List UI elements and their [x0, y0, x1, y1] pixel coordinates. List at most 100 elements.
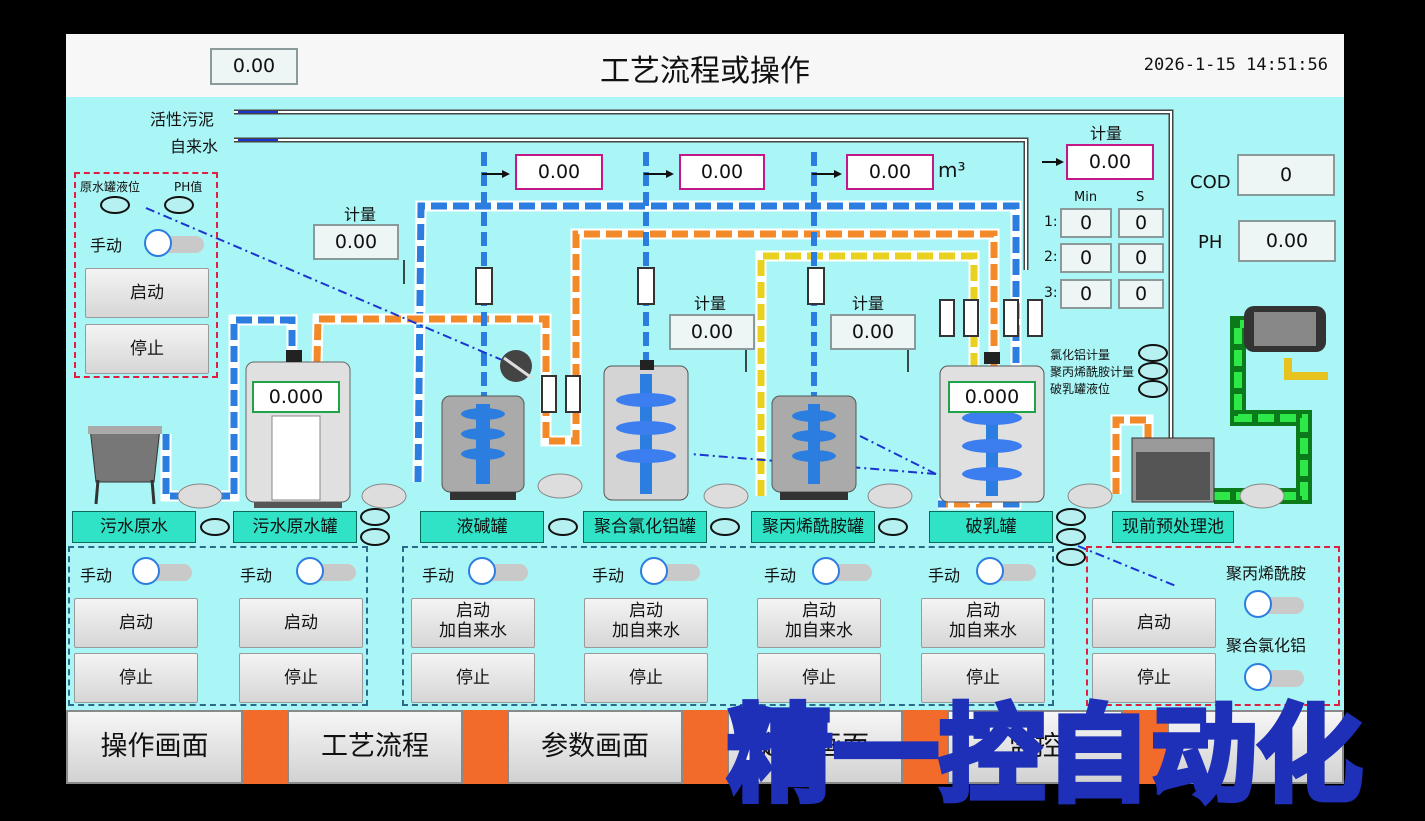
timer-row-2-min[interactable]: 0	[1060, 243, 1112, 273]
pam-start-line1: 启动	[802, 601, 836, 621]
nav-trend[interactable]: 趋势画面	[727, 710, 903, 784]
demulsify-tank-label: 破乳罐	[929, 511, 1053, 543]
hmi-screen: 0.00 工艺流程或操作 2026-1-15 14:51:56	[66, 34, 1344, 784]
raw-control-panel	[74, 172, 218, 378]
pump2-start-button[interactable]: 启动	[239, 598, 363, 648]
raw-start-button[interactable]: 启动	[85, 268, 209, 318]
demulsify-start-line2: 加自来水	[949, 621, 1017, 641]
page-title: 工艺流程或操作	[600, 54, 810, 89]
tap-water-label: 自来水	[170, 137, 219, 156]
meter-c-value: 0.00	[830, 314, 916, 350]
pac-tank-label: 聚合氯化铝罐	[583, 511, 707, 543]
demulsify-tank-indicator-2	[1056, 528, 1086, 546]
pump2-manual-label: 手动	[240, 566, 273, 585]
flow-unit: m³	[938, 158, 966, 182]
lye-manual-toggle[interactable]	[468, 557, 528, 585]
meter-a-label: 计量	[344, 205, 377, 224]
pac-start-line2: 加自来水	[612, 621, 680, 641]
sewage-raw-indicator	[200, 518, 230, 536]
timer-row-3-s[interactable]: 0	[1118, 279, 1164, 309]
pump2-stop-button[interactable]: 停止	[239, 653, 363, 703]
timer-s-header: S	[1136, 190, 1145, 205]
timer-row-1-min[interactable]: 0	[1060, 208, 1112, 238]
demulsify-tank-indicator-1	[1056, 508, 1086, 526]
demulsify-stop-button[interactable]: 停止	[921, 653, 1045, 703]
raw-stop-button[interactable]: 停止	[85, 324, 209, 374]
lye-manual-label: 手动	[422, 566, 455, 585]
nav-divider-1	[243, 710, 287, 784]
right-pac-label: 聚合氯化铝	[1226, 636, 1307, 655]
lye-start-line1: 启动	[456, 601, 490, 621]
lye-tank-indicator	[548, 518, 578, 536]
raw-pump-control-group	[68, 546, 368, 706]
pac-manual-label: 手动	[592, 566, 625, 585]
sewage-tank-label: 污水原水罐	[233, 511, 357, 543]
nav-params[interactable]: 参数画面	[507, 710, 683, 784]
right-pam-toggle[interactable]	[1244, 590, 1304, 618]
timer-row-2-s[interactable]: 0	[1118, 243, 1164, 273]
demulsify-tank-indicator-3	[1056, 548, 1086, 566]
legend-demulsify-level: 破乳罐液位	[1050, 382, 1111, 396]
demulsify-manual-toggle[interactable]	[976, 557, 1036, 585]
pac-start-button[interactable]: 启动加自来水	[584, 598, 708, 648]
pump1-start-button[interactable]: 启动	[74, 598, 198, 648]
pam-stop-button[interactable]: 停止	[757, 653, 881, 703]
raw-ph-label: PH值	[174, 180, 203, 194]
pump2-manual-toggle[interactable]	[296, 557, 356, 585]
pac-manual-toggle[interactable]	[640, 557, 700, 585]
nav-monitor[interactable]: 监控	[947, 710, 1123, 784]
nav-divider-3	[683, 710, 727, 784]
right-start-button[interactable]: 启动	[1092, 598, 1216, 648]
pretreat-pool-label: 现前预处理池	[1112, 511, 1234, 543]
right-stop-button[interactable]: 停止	[1092, 653, 1216, 703]
watermark-logo: 精一控自动化	[725, 691, 1365, 819]
raw-manual-toggle[interactable]	[144, 229, 204, 257]
pam-manual-toggle[interactable]	[812, 557, 872, 585]
pump1-manual-label: 手动	[80, 566, 113, 585]
meter-b-value: 0.00	[669, 314, 755, 350]
raw-level-label: 原水罐液位	[80, 180, 141, 194]
ph-value: 0.00	[1238, 220, 1336, 262]
demulsify-tank-level: 0.000	[948, 381, 1036, 413]
demulsify-manual-label: 手动	[928, 566, 961, 585]
timer-row-1-idx: 1:	[1044, 214, 1058, 230]
nav-process[interactable]: 工艺流程	[287, 710, 463, 784]
lye-tank-label: 液碱罐	[420, 511, 544, 543]
lye-start-button[interactable]: 启动加自来水	[411, 598, 535, 648]
timer-row-3-min[interactable]: 0	[1060, 279, 1112, 309]
timer-min-header: Min	[1074, 190, 1098, 205]
pac-stop-button[interactable]: 停止	[584, 653, 708, 703]
pump1-manual-toggle[interactable]	[132, 557, 192, 585]
dosing-control-group	[402, 546, 1054, 706]
sewage-raw-label: 污水原水	[72, 511, 196, 543]
meter-b-label: 计量	[694, 294, 727, 313]
timer-row-3-idx: 3:	[1044, 285, 1058, 301]
datetime: 2026-1-15 14:51:56	[1143, 55, 1328, 75]
flow-value-3: 0.00	[846, 154, 934, 190]
timer-row-1-s[interactable]: 0	[1118, 208, 1164, 238]
sewage-tank-indicator-2	[360, 528, 390, 546]
right-pam-label: 聚丙烯酰胺	[1226, 564, 1307, 583]
pump1-stop-button[interactable]: 停止	[74, 653, 198, 703]
right-pac-toggle[interactable]	[1244, 663, 1304, 691]
legend-pac-meter: 氯化铝计量	[1050, 348, 1111, 362]
legend-pam-indicator	[1138, 362, 1168, 380]
nav-divider-2	[463, 710, 507, 784]
pam-start-button[interactable]: 启动加自来水	[757, 598, 881, 648]
cod-value: 0	[1237, 154, 1335, 196]
nav-home[interactable]	[1167, 710, 1344, 784]
demulsify-start-button[interactable]: 启动加自来水	[921, 598, 1045, 648]
pac-tank-indicator	[710, 518, 740, 536]
timer-row-2-idx: 2:	[1044, 249, 1058, 265]
raw-level-indicator	[100, 196, 130, 214]
activated-sludge-label: 活性污泥	[150, 110, 215, 129]
legend-pac-indicator	[1138, 344, 1168, 362]
chemical-dosing-panel	[1086, 546, 1340, 706]
flow-value-2: 0.00	[679, 154, 765, 190]
pam-manual-label: 手动	[764, 566, 797, 585]
legend-demulsify-indicator	[1138, 380, 1168, 398]
nav-operation[interactable]: 操作画面	[66, 710, 243, 784]
raw-manual-label: 手动	[90, 236, 123, 255]
lye-stop-button[interactable]: 停止	[411, 653, 535, 703]
pac-start-line1: 启动	[629, 601, 663, 621]
